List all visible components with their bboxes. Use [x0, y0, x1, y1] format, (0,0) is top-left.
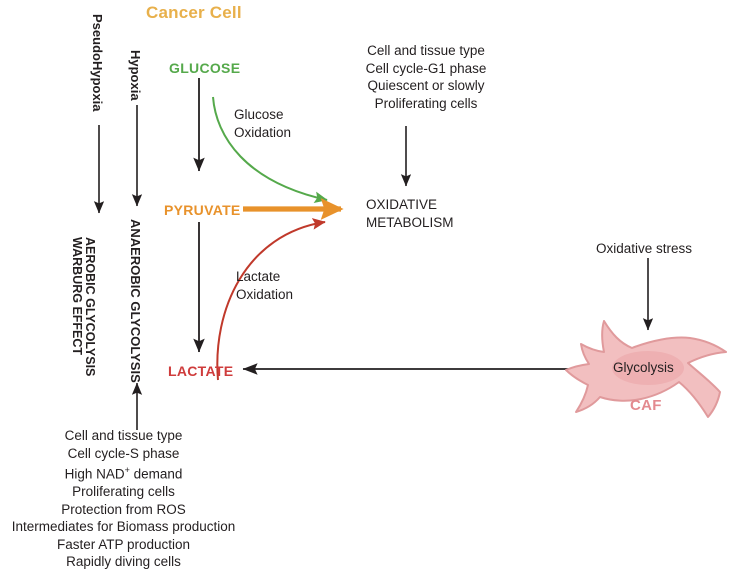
list-item: Cell cycle-S phase	[67, 445, 180, 461]
oxidative-metabolism-line1: OXIDATIVE	[366, 197, 438, 212]
lactate-oxidation-line1: Lactate	[236, 269, 281, 284]
label-warburg-effect: WARBURG EFFECT	[70, 237, 84, 356]
metabolite-lactate: LACTATE	[168, 363, 234, 379]
metabolite-pyruvate: PYRUVATE	[164, 202, 241, 218]
glucose-oxidation-line2: Oxidation	[234, 125, 292, 140]
lactate-oxidation-label: Lactate Oxidation	[236, 268, 293, 304]
caf-cell-shape	[565, 320, 727, 418]
metabolite-glucose: GLUCOSE	[169, 60, 241, 76]
label-pseudohypoxia: PseudoHypoxia	[90, 14, 105, 112]
oxidative-stress-label: Oxidative stress	[596, 241, 693, 256]
label-anaerobic-glycolysis: ANAEROBIC GLYCOLYSIS	[128, 219, 143, 383]
lactate-oxidation-arrow	[216, 218, 326, 381]
list-item: Rapidly diving cells	[66, 554, 181, 569]
glucose-oxidation-arrow	[212, 96, 328, 204]
label-aerobic-glycolysis-line1: AEROBIC GLYCOLYSIS	[83, 237, 97, 377]
list-item: Quiescent or slowly	[367, 78, 485, 93]
caf-glycolysis-label: Glycolysis	[613, 360, 674, 375]
list-item-nad: High NAD+ demand	[64, 465, 183, 482]
top-right-conditions: Cell and tissue type Cell cycle-G1 phase…	[336, 42, 516, 112]
caf-nucleus	[612, 351, 684, 385]
list-item: Intermediates for Biomass production	[11, 519, 236, 534]
list-item: Cell cycle-G1 phase	[365, 60, 487, 76]
list-item: Cell and tissue type	[367, 43, 485, 58]
caf-label: CAF	[630, 397, 662, 414]
list-item: Cell and tissue type	[64, 428, 183, 443]
glucose-oxidation-label: Glucose Oxidation	[234, 106, 291, 142]
oxidative-metabolism-line2: METABOLISM	[366, 215, 454, 230]
oxidative-metabolism-label: OXIDATIVE METABOLISM	[366, 196, 454, 232]
glucose-oxidation-line1: Glucose	[234, 107, 284, 122]
label-aerobic-glycolysis: AEROBIC GLYCOLYSIS WARBURG EFFECT	[70, 237, 97, 377]
list-item: Faster ATP production	[56, 536, 191, 552]
bottom-left-conditions: Cell and tissue type Cell cycle-S phase …	[0, 427, 247, 571]
label-hypoxia: Hypoxia	[128, 50, 143, 101]
list-item: Proliferating cells	[374, 95, 478, 111]
list-item: Protection from ROS	[61, 501, 186, 517]
list-item: Proliferating cells	[72, 484, 175, 499]
lactate-oxidation-line2: Oxidation	[236, 287, 294, 302]
page-title: Cancer Cell	[146, 3, 242, 22]
